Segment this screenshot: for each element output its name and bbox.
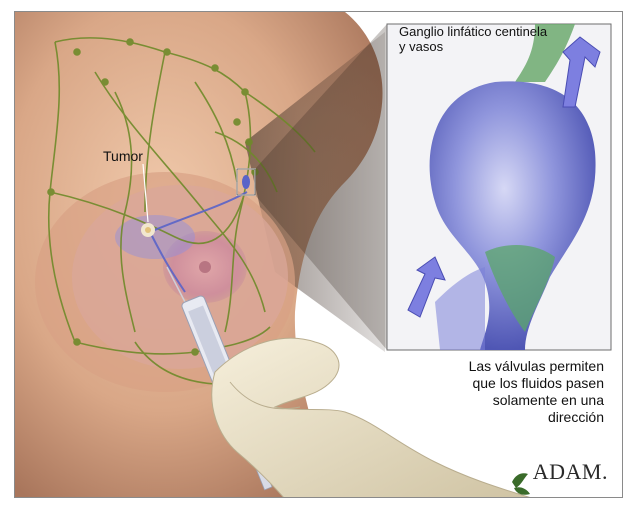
adam-logo: ADAM.: [533, 459, 608, 485]
breast-region: [72, 185, 288, 369]
caption-line-3: solamente en una: [404, 392, 604, 409]
inset-title: Ganglio linfático centinela y vasos: [399, 24, 549, 54]
brand-name: ADAM.: [533, 459, 608, 485]
caption-line-4: dirección: [404, 409, 604, 426]
tumor-label: Tumor: [103, 148, 143, 164]
caption-line-2: que los fluidos pasen: [404, 375, 604, 392]
caption-line-1: Las válvulas permiten: [404, 358, 604, 375]
sentinel-node-inset: [387, 24, 611, 350]
valve-caption: Las válvulas permiten que los fluidos pa…: [404, 358, 604, 426]
adam-leaf-icon: [512, 473, 530, 494]
illustration-frame: Tumor Ganglio linfático centinela y vaso…: [14, 11, 623, 498]
